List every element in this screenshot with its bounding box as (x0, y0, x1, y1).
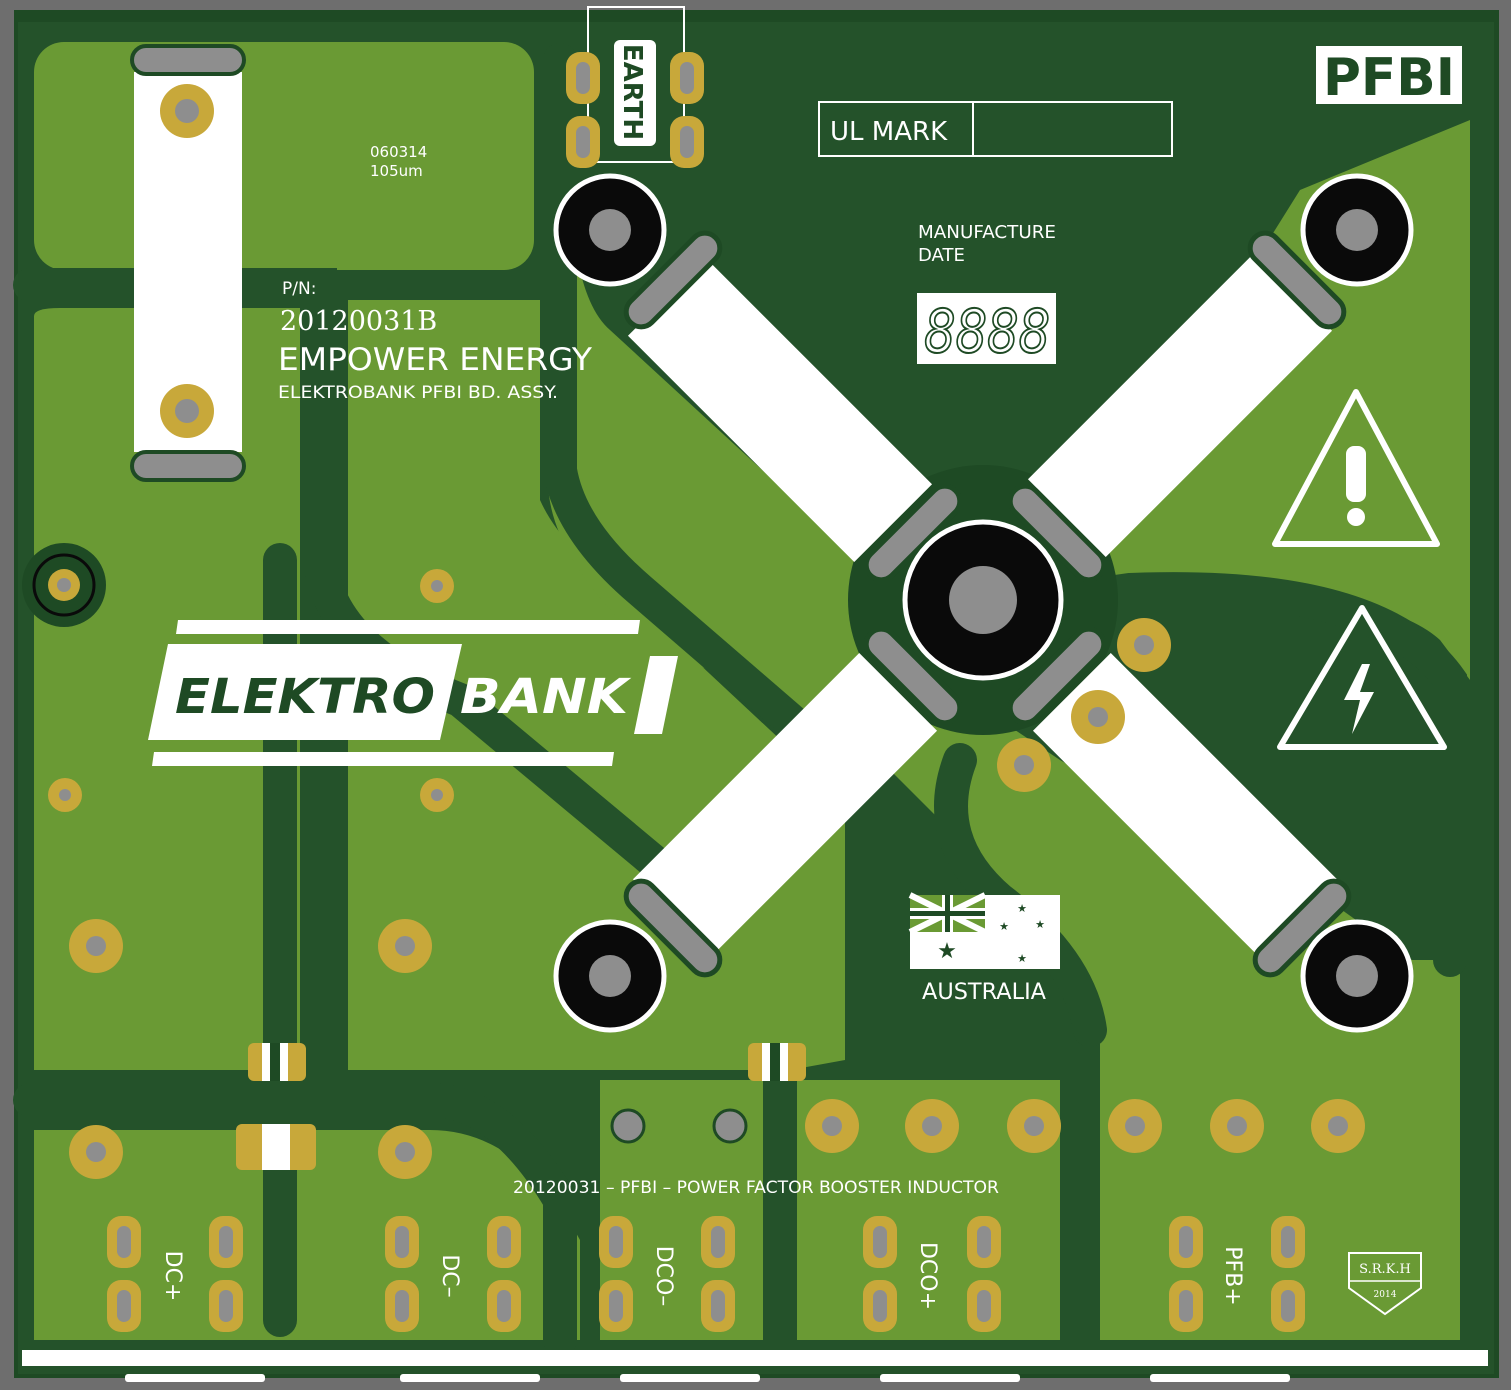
slot-pad-hole (873, 1226, 887, 1258)
slot-pad-hole (497, 1226, 511, 1258)
brand-right: BANK (460, 669, 632, 725)
slot-pad-hole (1179, 1290, 1193, 1322)
slot-pad-hole (711, 1226, 725, 1258)
company-name: EMPOWER ENERGY (278, 342, 592, 378)
country-label: AUSTRALIA (922, 980, 1046, 1005)
bottom-terminal-pads (107, 1216, 1305, 1332)
terminal-label: DC+ (160, 1251, 185, 1302)
slot-pad-hole (219, 1226, 233, 1258)
slot-pad-hole (219, 1290, 233, 1322)
australia-flag-icon: ★ ★ ★ ★ ★ (908, 892, 1060, 969)
model-badge (1316, 46, 1462, 104)
slot-pad-hole (497, 1290, 511, 1322)
designer-year: 2014 (1374, 1290, 1397, 1300)
slot-pad-hole (977, 1290, 991, 1322)
part-number: 20120031B (280, 306, 437, 337)
terminal-label: DC– (437, 1254, 462, 1297)
date-digits: 8888 (924, 297, 1050, 367)
earth-label: EARTH (617, 44, 647, 140)
slot-pad-hole (977, 1226, 991, 1258)
model-badge-text: PFBI (1323, 48, 1455, 108)
ul-mark-label: UL MARK (830, 117, 948, 147)
slot-pad-hole (873, 1290, 887, 1322)
terminal-label: DCO– (651, 1246, 676, 1307)
warning-triangle-icon (1272, 389, 1440, 547)
designer-badge: S.R.K.H 2014 (1348, 1252, 1422, 1316)
svg-text:★: ★ (1017, 902, 1027, 915)
slot-pad-hole (117, 1226, 131, 1258)
code-line-2: 105um (370, 162, 423, 180)
terminal-holes (553, 173, 1414, 1033)
svg-text:★: ★ (1017, 952, 1027, 965)
slot-pad-hole (711, 1290, 725, 1322)
ul-mark-box (818, 101, 1173, 157)
smd-components (236, 1043, 806, 1170)
designer-initials: S.R.K.H (1359, 1262, 1411, 1277)
elektrobank-logo: ELEKTRO BANK (148, 620, 678, 766)
svg-text:★: ★ (999, 920, 1009, 933)
via-pads (48, 569, 1365, 1179)
pn-label: P/N: (282, 279, 316, 299)
slot-pad-hole (395, 1226, 409, 1258)
code-line-1: 060314 (370, 143, 427, 161)
left-busbar (130, 44, 246, 482)
slot-pad-hole (1281, 1226, 1295, 1258)
board-description: 20120031 – PFBI – POWER FACTOR BOOSTER I… (513, 1178, 999, 1198)
terminal-labels: DC+ DC– DCO– DCO+ PFB+ (160, 1242, 1245, 1310)
manufacture-line-1: MANUFACTURE (918, 222, 1056, 243)
terminal-label: PFB+ (1220, 1246, 1245, 1305)
terminal-label: DCO+ (915, 1242, 940, 1310)
brand-left: ELEKTRO (175, 669, 435, 725)
svg-text:★: ★ (937, 939, 957, 964)
high-voltage-icon (1277, 605, 1447, 750)
slot-pad-hole (609, 1226, 623, 1258)
slot-pad-hole (1179, 1226, 1193, 1258)
earth-pad-group: EARTH (566, 6, 704, 168)
slot-pad-hole (1281, 1290, 1295, 1322)
slot-pad-hole (609, 1290, 623, 1322)
slot-pad-hole (117, 1290, 131, 1322)
board-edge-strip (22, 1350, 1488, 1366)
date-box (917, 293, 1056, 364)
svg-text:★: ★ (1035, 918, 1045, 931)
manufacture-line-2: DATE (918, 245, 965, 266)
assembly-label: ELEKTROBANK PFBI BD. ASSY. (278, 383, 558, 403)
slot-pad-hole (395, 1290, 409, 1322)
